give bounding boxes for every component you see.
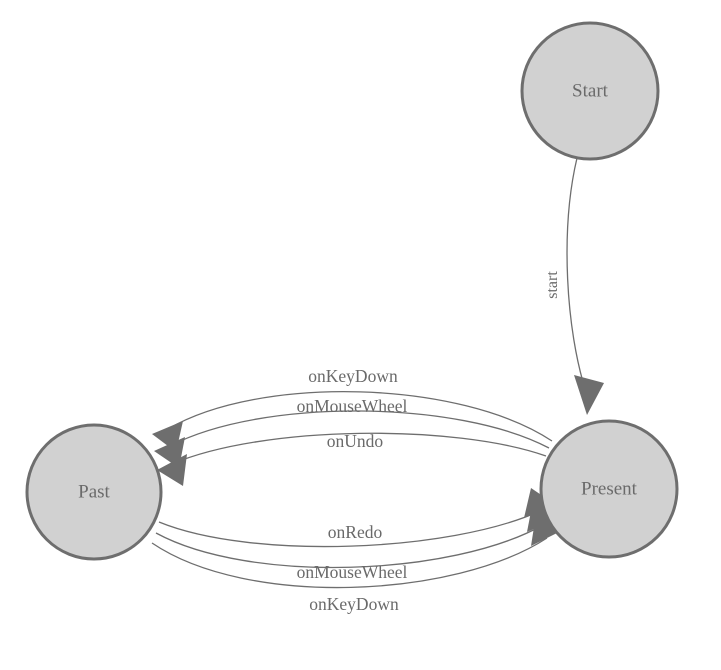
- node-past-circle: [25, 423, 163, 561]
- node-past[interactable]: Past: [25, 423, 163, 561]
- node-start-label: Start: [572, 80, 609, 101]
- node-start[interactable]: Start: [520, 21, 660, 161]
- edge-keydown-down-label: onKeyDown: [309, 594, 399, 614]
- edge-undo-path: [171, 432, 547, 465]
- edge-keydown-up-path: [167, 391, 553, 442]
- edge-redo-label: onRedo: [328, 522, 383, 542]
- edge-mousewheel-up-path: [169, 410, 550, 449]
- edge-keydown-down-arrowhead: [531, 514, 563, 546]
- edge-start-path: [566, 157, 587, 393]
- edge-keydown-up-label: onKeyDown: [308, 366, 398, 386]
- node-start-circle: [520, 21, 660, 161]
- edge-start[interactable]: start: [544, 157, 604, 415]
- edge-redo[interactable]: onRedo: [158, 488, 556, 548]
- edge-mousewheel-down-label: onMouseWheel: [297, 562, 408, 582]
- node-present[interactable]: Present: [539, 419, 679, 559]
- edge-mousewheel-up-label: onMouseWheel: [297, 396, 408, 416]
- node-present-circle: [539, 419, 679, 559]
- edge-keydown-down-path: [151, 537, 548, 589]
- node-present-label: Present: [581, 478, 638, 499]
- node-past-label: Past: [78, 481, 110, 502]
- edge-undo[interactable]: onUndo: [157, 431, 547, 486]
- edge-redo-path: [158, 510, 541, 548]
- edge-start-arrowhead: [574, 375, 604, 415]
- edge-undo-label: onUndo: [327, 431, 384, 451]
- edge-undo-arrowhead: [157, 454, 187, 486]
- edge-mousewheel-down-path: [155, 524, 544, 569]
- edge-start-label: start: [544, 271, 561, 299]
- edge-keydown-down[interactable]: onKeyDown: [151, 514, 563, 614]
